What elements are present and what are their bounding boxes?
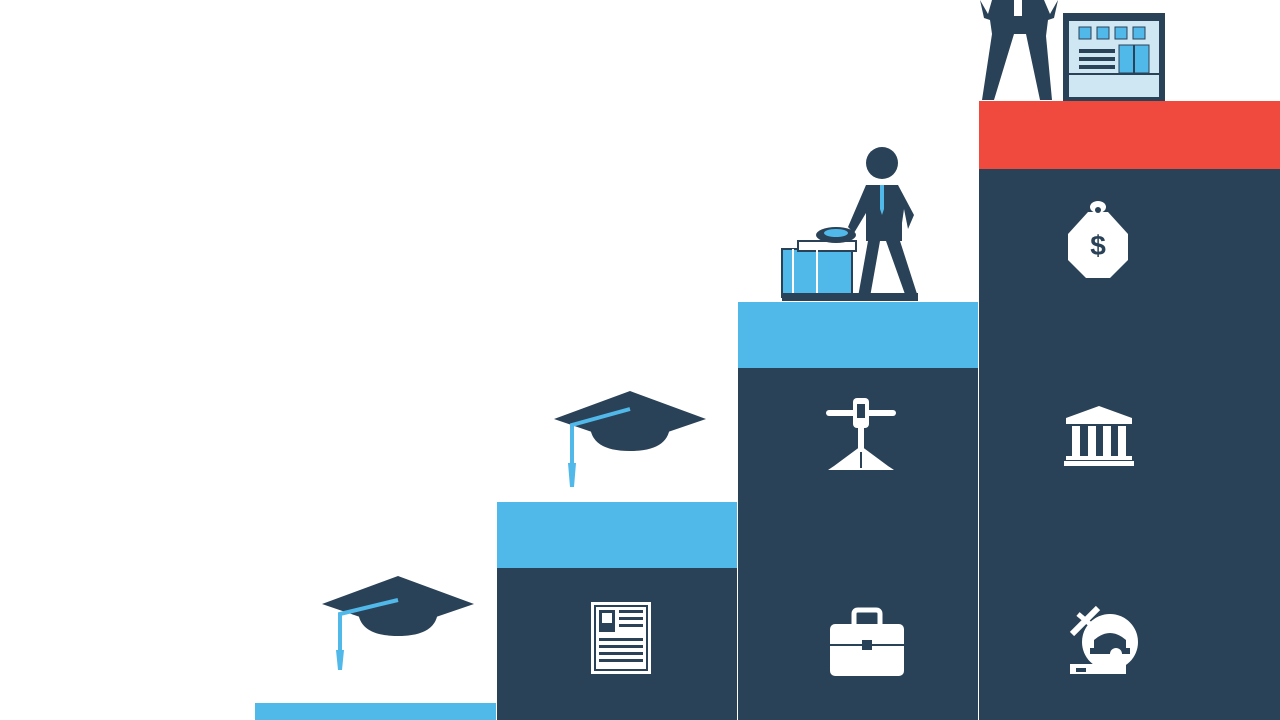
step-1-cap bbox=[255, 703, 496, 720]
briefcase-icon bbox=[830, 607, 904, 676]
businessman-with-suitcase bbox=[781, 147, 918, 301]
graduation-cap-icon bbox=[554, 391, 706, 487]
scientist-icon bbox=[1069, 605, 1138, 674]
svg-text:$: $ bbox=[1090, 230, 1106, 261]
microscope-icon bbox=[826, 398, 896, 470]
step-3-cap bbox=[738, 302, 978, 368]
money-bag-icon: $ bbox=[1068, 201, 1128, 278]
graduation-cap-icon bbox=[322, 576, 474, 670]
step-4-cap bbox=[979, 101, 1280, 169]
newspaper-icon bbox=[591, 602, 651, 674]
step-2-cap bbox=[497, 502, 737, 568]
businessman-at-top bbox=[980, 0, 1058, 100]
dashboard-screen-icon bbox=[1063, 13, 1165, 101]
bank-icon bbox=[1064, 406, 1134, 466]
